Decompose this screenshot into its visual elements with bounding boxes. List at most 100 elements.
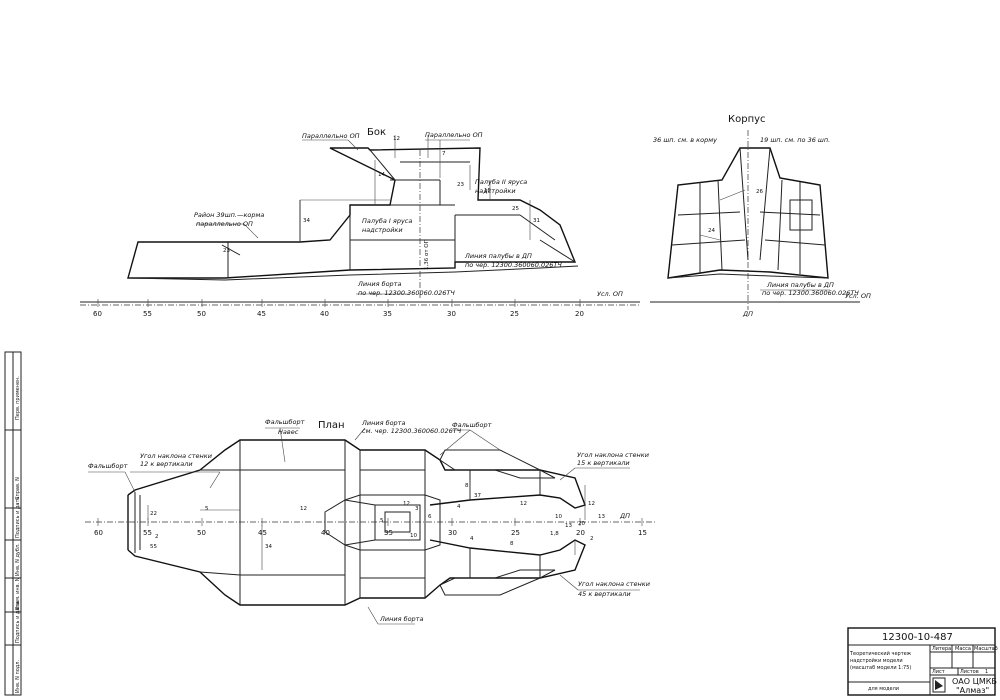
doc-description: надстройки модели bbox=[850, 657, 903, 664]
hull-label-left: 36 шп. см. в корму bbox=[653, 136, 717, 144]
plan-dim: 4 bbox=[470, 536, 474, 542]
side-label: Линия борта bbox=[357, 280, 401, 288]
side-dim: 7 bbox=[442, 151, 446, 157]
side-label: параллельно ОП bbox=[196, 220, 253, 228]
plan-view-title: План bbox=[318, 420, 345, 431]
plan-dim: 8 bbox=[465, 483, 469, 489]
plan-tick: 50 bbox=[197, 529, 206, 537]
side-label: надстройки bbox=[475, 187, 516, 195]
hull-label: Линия палубы в ДП bbox=[766, 281, 834, 289]
plan-dim: 12 bbox=[588, 501, 595, 507]
plan-frame-ticks: 60 55 50 45 40 35 30 25 20 15 bbox=[94, 518, 647, 537]
plan-dim: 5 bbox=[205, 506, 209, 512]
side-frame-ticks: 60 55 50 45 40 35 30 25 20 bbox=[93, 299, 584, 318]
stamp-cell: Перв. применен. bbox=[15, 376, 21, 420]
side-label: Параллельно ОП bbox=[302, 132, 360, 140]
side-dim: 23 bbox=[223, 248, 230, 254]
side-dim: 31 bbox=[533, 218, 540, 224]
stamp-cell: Справ. N bbox=[15, 477, 21, 500]
doc-number: 12300-10-487 bbox=[882, 632, 953, 643]
side-tick: 55 bbox=[143, 310, 152, 318]
plan-tick: 40 bbox=[321, 529, 330, 537]
hull-view-title: Корпус bbox=[728, 114, 766, 125]
stamp-cell: Подпись и дата bbox=[15, 497, 21, 538]
side-tick: 25 bbox=[510, 310, 519, 318]
plan-dim: 20 bbox=[578, 521, 585, 527]
side-label: по чер. 12300.360060.026ТЧ bbox=[465, 261, 562, 269]
stamp-cell: Подпись и дата bbox=[15, 602, 21, 643]
plan-dim: 10 bbox=[410, 533, 417, 539]
org-name: "Алмаз" bbox=[956, 686, 989, 695]
doc-description: Теоретический чертеж bbox=[849, 650, 912, 657]
plan-label: 15 к вертикали bbox=[577, 459, 630, 467]
plan-label: Фальшборт bbox=[265, 418, 305, 426]
side-dim: 25 bbox=[512, 206, 519, 212]
sheet-label: Лист bbox=[932, 669, 945, 675]
side-label: надстройки bbox=[362, 226, 403, 234]
plan-dim: 10 bbox=[555, 514, 562, 520]
plan-label: Навес bbox=[278, 428, 299, 436]
plan-dim: 12 bbox=[520, 501, 527, 507]
stamp-cell: Инв. N подл. bbox=[15, 660, 21, 693]
side-tick: 45 bbox=[257, 310, 266, 318]
side-dim: 34 bbox=[303, 218, 310, 224]
plan-label: Линия борта bbox=[379, 615, 423, 623]
plan-label: 12 к вертикали bbox=[140, 460, 193, 468]
hull-label: по чер. 12300.360060.026ТЧ bbox=[762, 289, 859, 297]
side-tick: 30 bbox=[447, 310, 456, 318]
side-label: Район 39шп.—корма bbox=[194, 211, 264, 219]
plan-label: Фальшборт bbox=[452, 421, 492, 429]
plan-tick: 25 bbox=[511, 529, 520, 537]
side-dim: 14 bbox=[378, 172, 385, 178]
plan-dim: 2 bbox=[155, 534, 159, 540]
sheets-value: 1 bbox=[985, 669, 988, 675]
plan-label: см. чер. 12300.360060.026ТЧ bbox=[362, 427, 462, 435]
hull-usl-op: Усл. ОП bbox=[845, 292, 871, 300]
side-tick: 50 bbox=[197, 310, 206, 318]
plan-tick: 15 bbox=[638, 529, 647, 537]
plan-dim: 5 bbox=[380, 518, 384, 524]
plan-label: Угол наклона стенки bbox=[578, 580, 650, 588]
plan-dim: 12 bbox=[300, 506, 307, 512]
plan-dim: 1,8 bbox=[550, 531, 559, 537]
plan-tick: 30 bbox=[448, 529, 457, 537]
side-dim: 23 bbox=[457, 182, 464, 188]
plan-tick: 20 bbox=[576, 529, 585, 537]
plan-dim: 12 bbox=[403, 501, 410, 507]
side-usl-op: Усл. ОП bbox=[597, 290, 623, 298]
stamp-cell: Взам. инв. N bbox=[15, 577, 21, 610]
plan-dim: 13 bbox=[598, 514, 605, 520]
plan-dim: 8 bbox=[510, 541, 514, 547]
plan-dim: 37 bbox=[474, 493, 481, 499]
plan-label: Линия борта bbox=[361, 419, 405, 427]
plan-label: Угол наклона стенки bbox=[140, 452, 212, 460]
side-dim: 15 bbox=[484, 188, 491, 194]
side-tick: 20 bbox=[575, 310, 584, 318]
plan-label: 45 к вертикали bbox=[578, 590, 631, 598]
side-dim: 12 bbox=[393, 136, 400, 142]
col-litera: Литера bbox=[932, 646, 951, 652]
doc-description: (масштаб модели 1:75) bbox=[850, 665, 911, 671]
plan-dim: 4 bbox=[457, 504, 461, 510]
plan-dim: 13 bbox=[565, 523, 572, 529]
doc-purpose: для модели bbox=[868, 686, 899, 692]
hull-dp: ДП bbox=[742, 310, 753, 318]
plan-dim: 2 bbox=[590, 536, 594, 542]
side-view: Бок 60 55 50 45 40 35 30 25 20 Усл. ОП bbox=[80, 127, 640, 318]
hull-view: Корпус 36 шп. см. в корму 19 шп. см. по … bbox=[650, 114, 871, 318]
side-vert-dim: 1,36 от ОП bbox=[424, 239, 430, 270]
side-label: Параллельно ОП bbox=[425, 131, 483, 139]
stamp-cell: Инв. N дубл. bbox=[15, 543, 21, 576]
side-tick: 35 bbox=[383, 310, 392, 318]
side-stamp: Перв. применен. Справ. N Подпись и дата … bbox=[4, 351, 22, 696]
hull-label-right: 19 шп. см. по 36 шп. bbox=[760, 136, 830, 144]
plan-tick: 55 bbox=[143, 529, 152, 537]
hull-dim: 26 bbox=[756, 189, 763, 195]
hull-dim: 24 bbox=[708, 228, 715, 234]
plan-dim: 34 bbox=[265, 544, 272, 550]
plan-label: Фальшборт bbox=[88, 462, 128, 470]
col-mass: Масса bbox=[955, 646, 971, 652]
side-label: Палуба II яруса bbox=[475, 178, 527, 186]
col-scale: Масштаб bbox=[974, 646, 998, 652]
